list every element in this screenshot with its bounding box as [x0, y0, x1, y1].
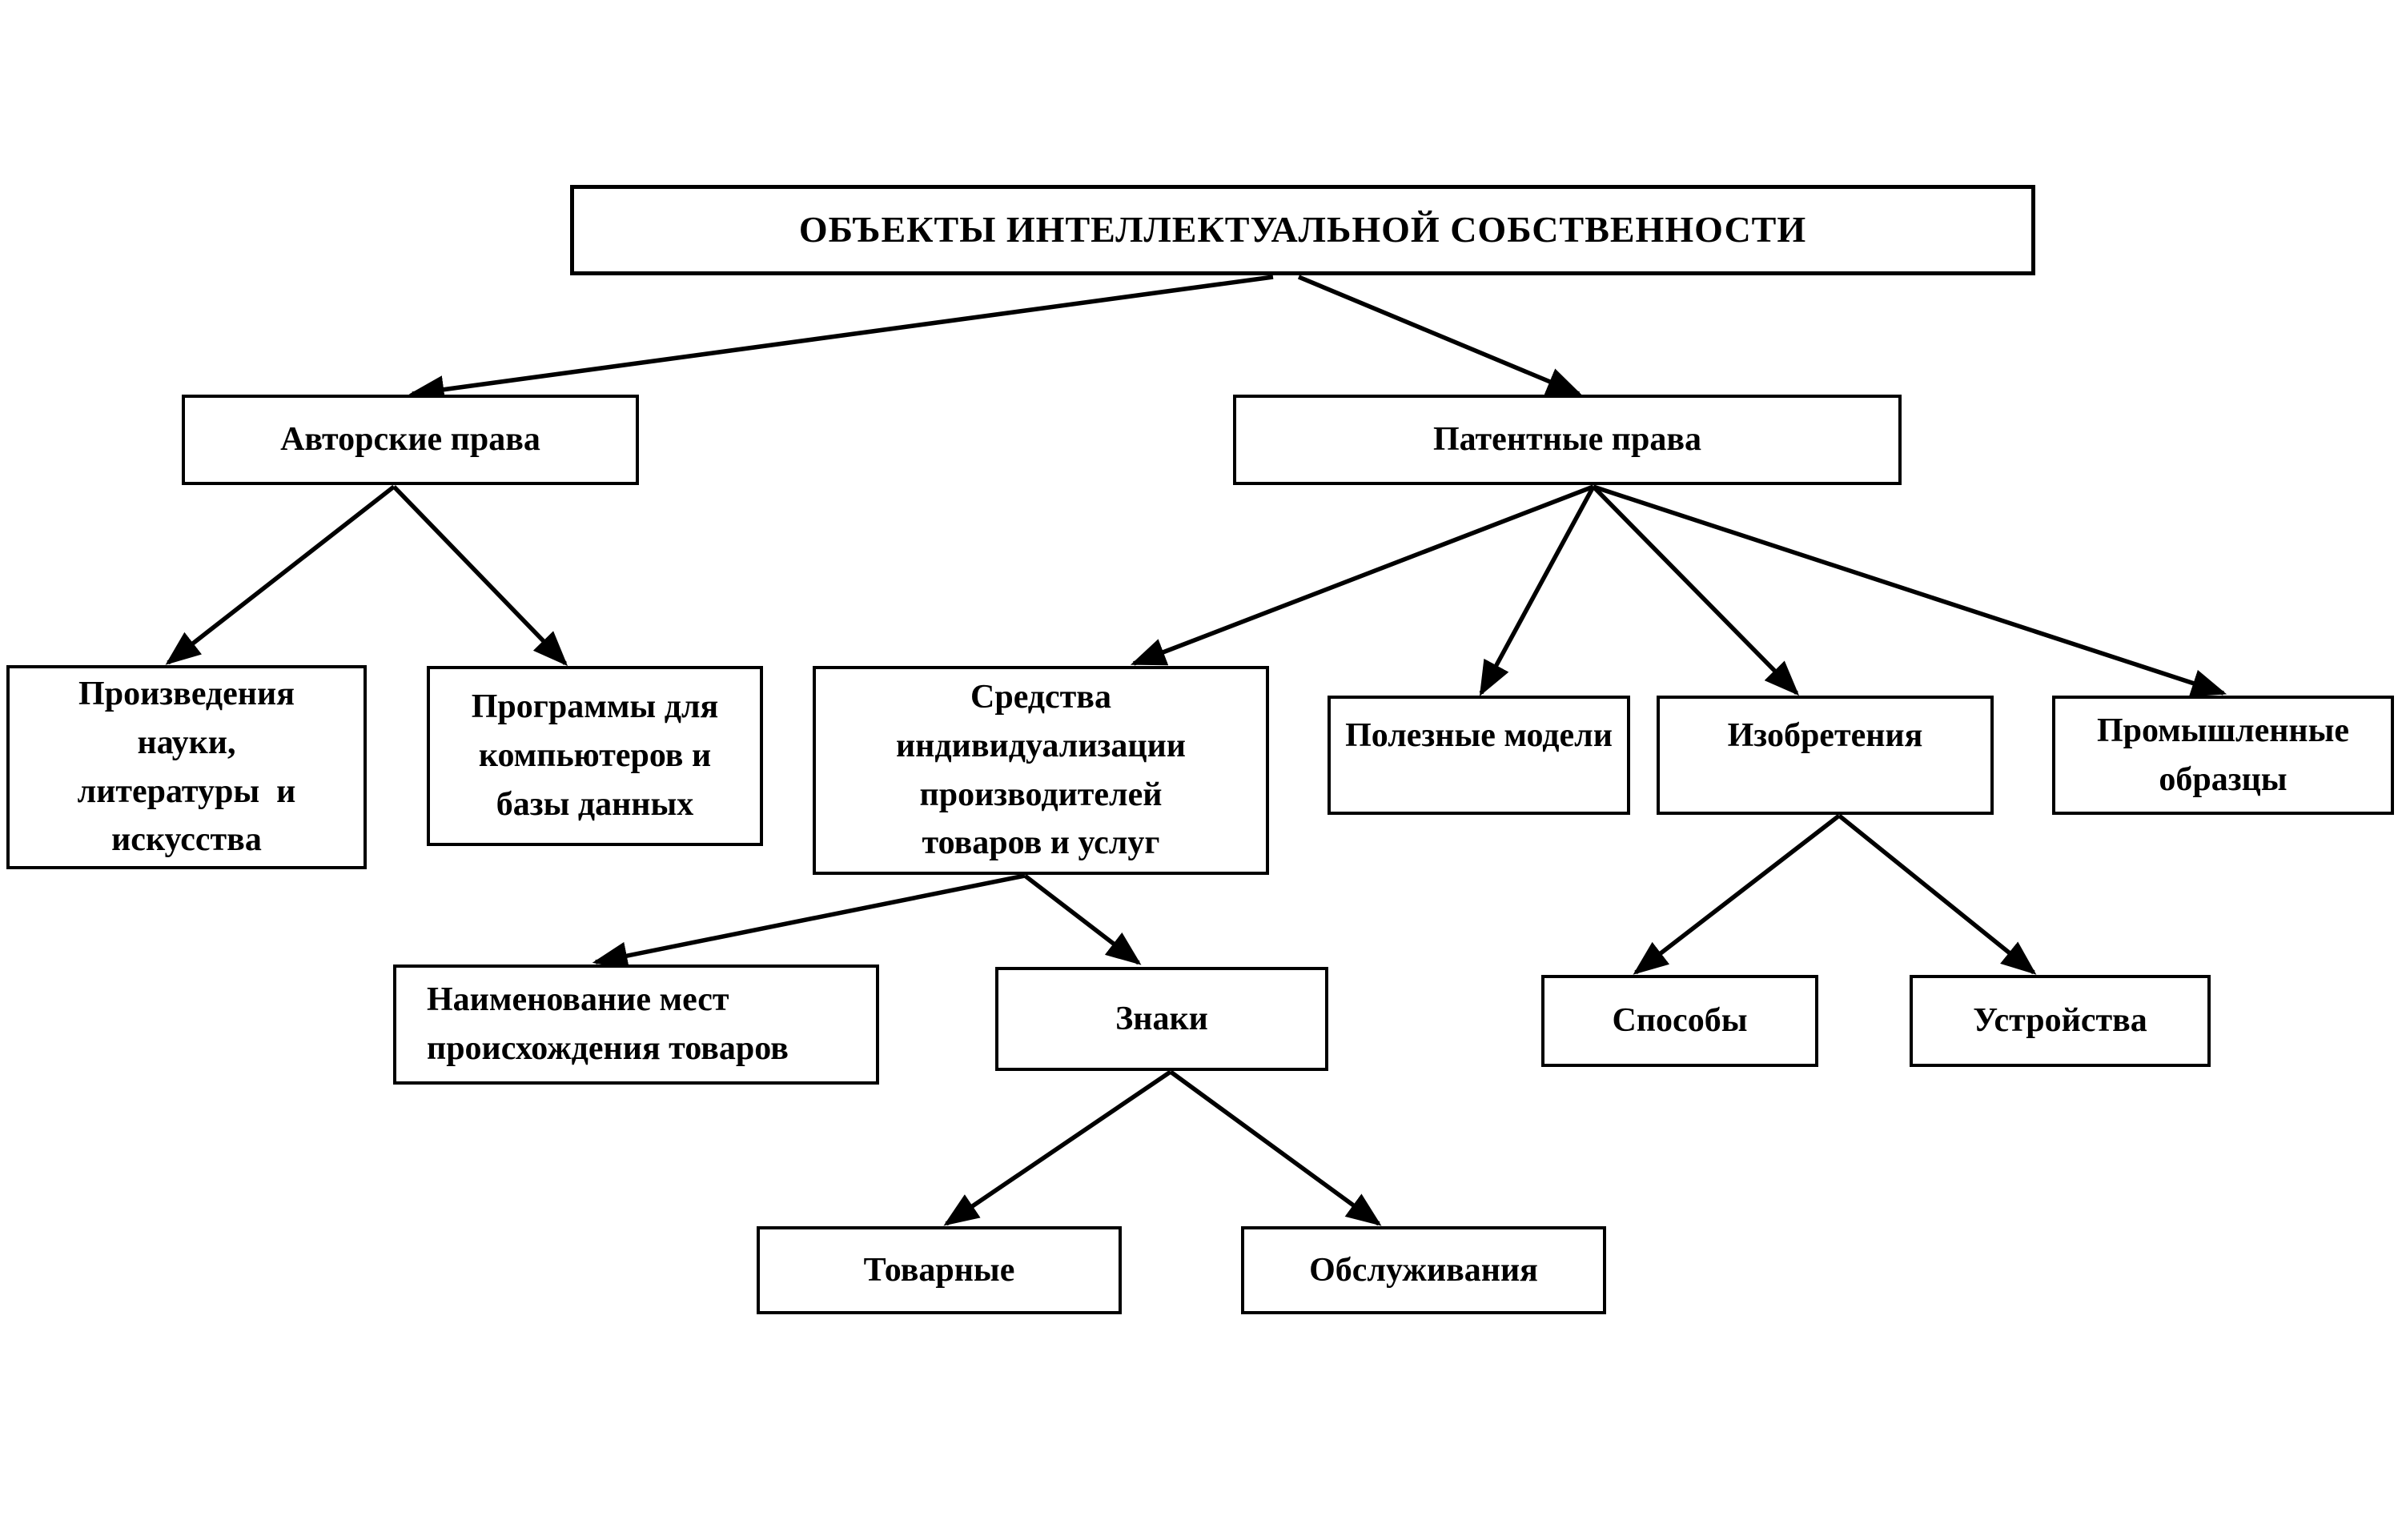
edge-patent-utility-models	[1479, 485, 1596, 696]
edge-copyright-works	[165, 484, 396, 665]
edge-individualization-appellations	[592, 873, 1026, 970]
node-software: Программы для компьютеров и базы данных	[427, 666, 763, 846]
edge-marks-service-marks	[1169, 1069, 1382, 1226]
edge-root-copyright	[408, 275, 1274, 404]
node-appellations-of-origin: Наименование мест происхождения товаров	[393, 965, 879, 1085]
node-marks-label: Знаки	[1115, 1000, 1208, 1037]
node-utility-models-label: Полезные модели	[1345, 717, 1613, 754]
node-industrial-designs-label: Промышленные образцы	[2096, 712, 2350, 798]
edge-individualization-marks	[1023, 873, 1142, 965]
node-trademarks: Товарные	[757, 1226, 1122, 1314]
node-individualization: Средства индивидуализации производителей…	[813, 666, 1269, 875]
edge-patent-individualization	[1130, 484, 1594, 666]
node-works-label: Произведения науки, литературы и искусст…	[77, 675, 296, 859]
edge-inventions-devices	[1838, 813, 2037, 975]
node-copyright: Авторские права	[182, 395, 639, 485]
node-methods-label: Способы	[1612, 1002, 1748, 1040]
node-appellations-of-origin-label: Наименование мест происхождения товаров	[427, 981, 789, 1067]
node-individualization-label: Средства индивидуализации производителей…	[895, 678, 1187, 862]
node-devices: Устройства	[1910, 975, 2211, 1067]
node-utility-models: Полезные модели	[1328, 696, 1630, 815]
node-inventions-label: Изобретения	[1727, 717, 1923, 754]
node-marks: Знаки	[995, 967, 1328, 1071]
edge-inventions-methods	[1633, 813, 1841, 975]
edge-marks-trademarks	[943, 1069, 1172, 1226]
node-service-marks-label: Обслуживания	[1309, 1251, 1538, 1289]
node-patent: Патентные права	[1233, 395, 1902, 485]
node-methods: Способы	[1541, 975, 1818, 1067]
node-copyright-label: Авторские права	[280, 421, 540, 459]
edge-root-patent	[1297, 275, 1583, 396]
node-service-marks: Обслуживания	[1241, 1226, 1606, 1314]
edge-patent-industrial-designs	[1593, 484, 2227, 697]
edge-copyright-software	[392, 485, 568, 667]
node-trademarks-label: Товарные	[863, 1251, 1015, 1289]
node-works: Произведения науки, литературы и искусст…	[6, 665, 367, 869]
node-inventions: Изобретения	[1657, 696, 1994, 815]
node-industrial-designs: Промышленные образцы	[2052, 696, 2394, 815]
node-root-label: ОБЪЕКТЫ ИНТЕЛЛЕКТУАЛЬНОЙ СОБСТВЕННОСТИ	[798, 209, 1807, 251]
edge-patent-inventions	[1592, 485, 1800, 696]
node-devices-label: Устройства	[1973, 1002, 2147, 1040]
node-software-label: Программы для компьютеров и базы данных	[471, 688, 719, 823]
node-root: ОБЪЕКТЫ ИНТЕЛЛЕКТУАЛЬНОЙ СОБСТВЕННОСТИ	[570, 185, 2035, 275]
node-patent-label: Патентные права	[1432, 421, 1702, 459]
